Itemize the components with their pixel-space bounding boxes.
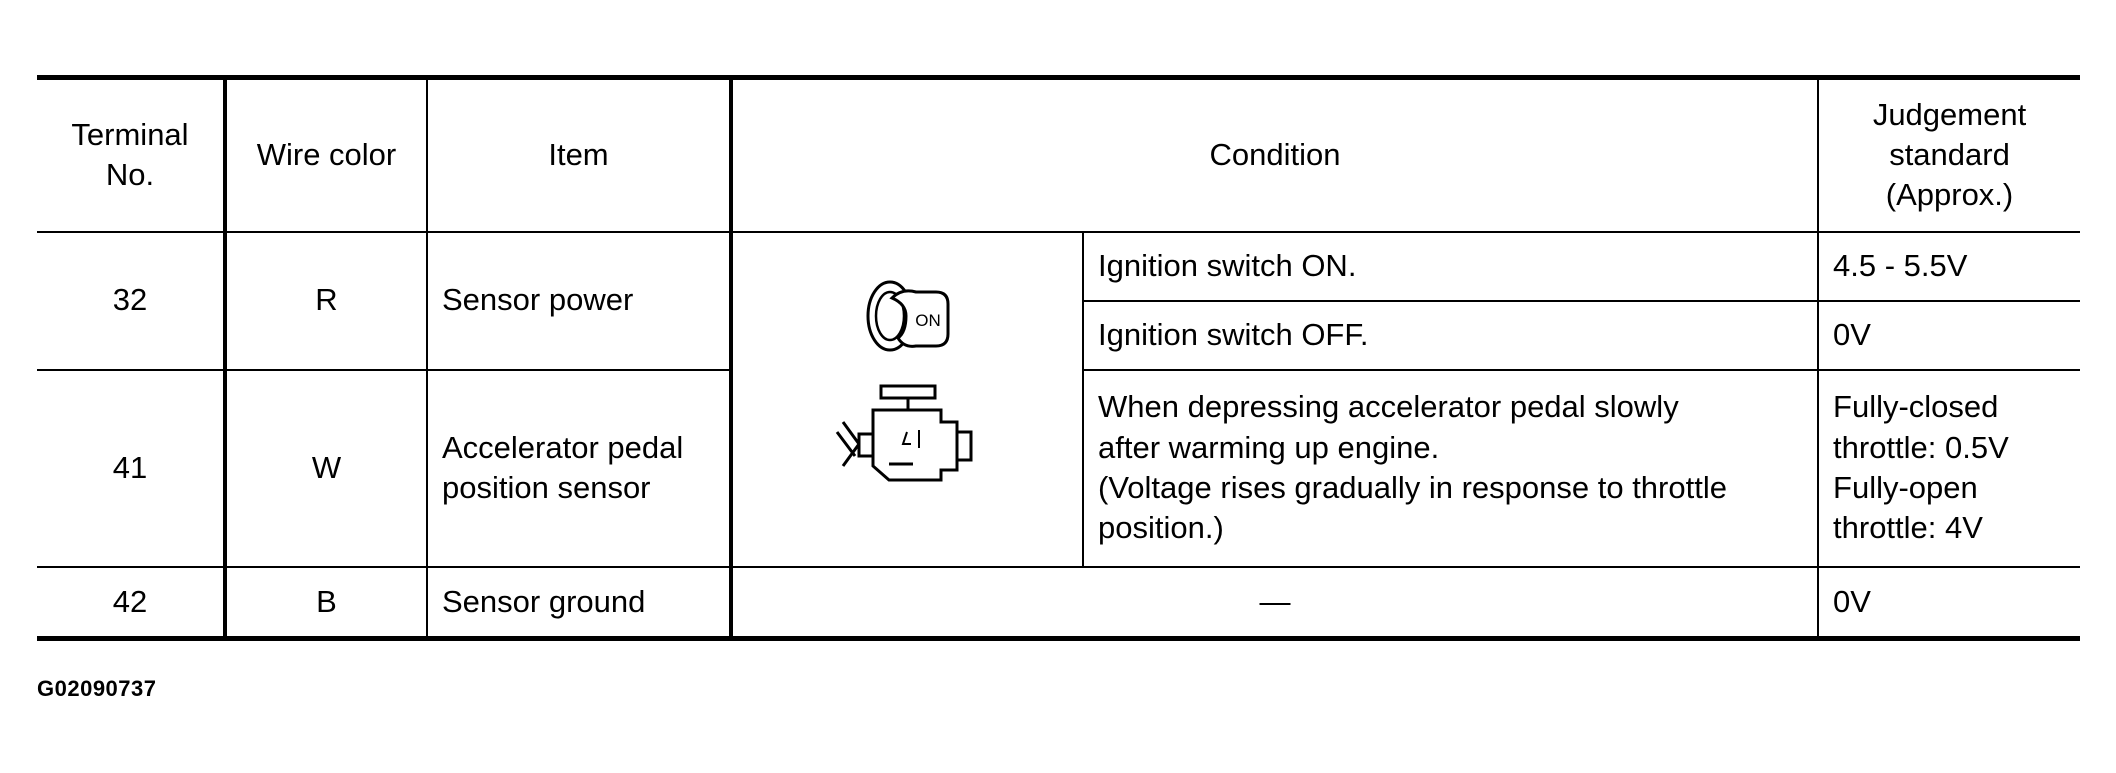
wire-color-cell: R [224,230,428,371]
item-cell: Accelerator pedal position sensor [426,368,733,568]
judgement-cell: 0V [1817,299,2081,371]
wire-color-cell: B [224,565,428,641]
terminal-cell: 32 [37,230,227,371]
terminal-spec-table: Terminal No. Wire color Item Condition J… [37,75,2081,641]
item-cell: Sensor power [426,230,733,371]
figure-code: G02090737 [37,676,157,701]
ignition-key-on-icon: ON [866,280,949,352]
condition-cell: — [729,565,1820,641]
header-judgement-standard: Judgement standard (Approx.) [1817,75,2081,233]
item-cell: Sensor ground [426,565,733,641]
header-condition: Condition [729,75,1820,233]
terminal-cell: 42 [37,565,227,641]
judgement-cell: 4.5 - 5.5V [1817,230,2081,302]
condition-cell: Ignition switch OFF. [1083,299,1820,371]
judgement-cell: 0V [1817,565,2081,641]
condition-cell: Ignition switch ON. [1081,230,1820,302]
terminal-cell: 41 [37,368,227,568]
table-header-row: Terminal No. Wire color Item Condition J… [37,75,2081,233]
table-row: Ignition switch OFF. 0V [37,299,2081,371]
header-wire-color: Wire color [224,75,428,233]
wire-color-cell: W [224,368,428,568]
header-item: Item [426,75,733,233]
engine-running-icon [835,384,972,482]
ignition-on-label: ON [915,311,941,330]
judgement-cell: Fully-closed throttle: 0.5V Fully-open t… [1817,368,2081,568]
table-row: 42 B Sensor ground — 0V [37,565,2081,641]
header-terminal-no: Terminal No. [37,75,227,233]
table-row: 32 R Sensor power ON [37,230,2081,568]
condition-icon-cell: ON [730,230,1084,568]
condition-cell: When depressing accelerator pedal slowly… [1081,368,1820,568]
table-row: 41 W Accelerator pedal position sensor W… [37,368,2081,568]
